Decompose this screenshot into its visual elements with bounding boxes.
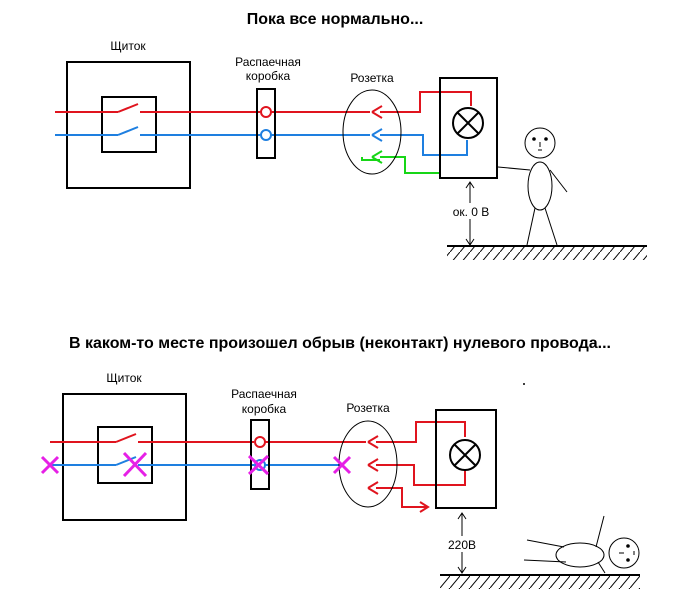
break-mark-icon [247,454,270,476]
top-socket-outline [342,89,402,175]
bottom-electrical-panel [62,393,187,521]
top-panel-label: Щиток [110,39,146,53]
top-junction-box [256,88,276,159]
top-appliance [439,77,498,179]
top-socket-label: Розетка [350,71,394,85]
top-ground-wire [361,150,440,174]
bottom-neutral-wire [50,456,340,466]
top-lamp-icon [452,107,484,139]
bottom-scene: В каком-то месте произошел обрыв (неконт… [40,335,640,589]
top-junction-terminal-phase [260,106,272,118]
top-voltage-label: ок. 0 В [453,205,490,219]
top-ground [447,245,647,260]
bottom-panel-label: Щиток [106,371,142,385]
top-scene: Пока все нормально... Щиток [55,11,647,260]
bottom-lamp-icon [449,439,481,471]
break-mark-icon [122,451,148,478]
top-electrical-panel [66,61,191,189]
bottom-junction-terminal-phase [254,436,266,448]
top-junction-label-2: коробка [246,69,291,83]
bottom-phase-wire [50,421,466,449]
bottom-ground [440,574,640,589]
bottom-live-neutral-wire [367,458,466,513]
top-junction-terminal-neutral [260,129,272,141]
break-mark-icon [40,455,60,475]
top-voltage-bg [444,203,498,219]
top-standing-person-icon [497,127,568,246]
bottom-title: В каком-то месте произошел обрыв (неконт… [69,335,611,352]
top-phase-wire [55,91,472,119]
top-breaker [101,96,157,153]
break-mark-icon [332,455,352,475]
stray-dot [523,383,525,385]
bottom-lying-person-icon [523,515,640,574]
bottom-junction-label-1: Распаечная [231,387,297,401]
bottom-voltage-bg [440,536,486,552]
bottom-junction-label-2: коробка [242,402,287,416]
bottom-voltage-label: 220В [448,538,476,552]
bottom-appliance [435,409,497,509]
top-title: Пока все нормально... [247,11,424,28]
top-neutral-wire [55,126,468,156]
bottom-junction-box [250,419,270,490]
bottom-socket-label: Розетка [346,401,390,415]
top-junction-label-1: Распаечная [235,55,301,69]
bottom-breaker [97,426,153,484]
